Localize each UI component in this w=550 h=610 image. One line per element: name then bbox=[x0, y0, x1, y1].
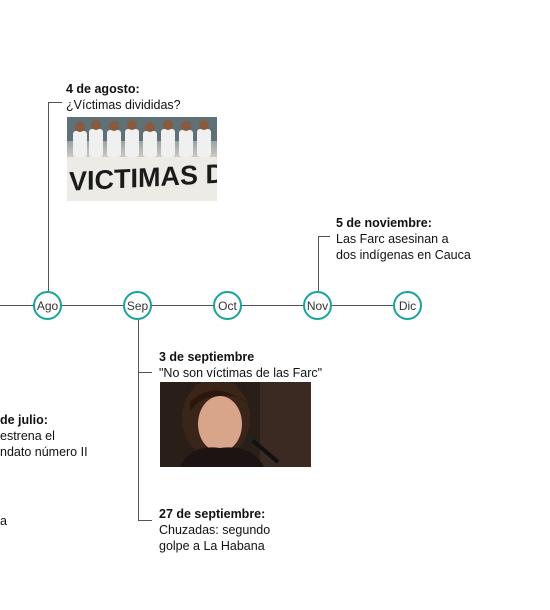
event-text-line2: dos indígenas en Cauca bbox=[336, 248, 471, 262]
connector-nov5-tick bbox=[318, 236, 330, 237]
event-sep3: 3 de septiembre "No son víctimas de las … bbox=[159, 349, 322, 381]
connector-aug4 bbox=[48, 102, 49, 291]
photo-victims-march: VICTIMAS DE LA bbox=[67, 117, 217, 201]
connector-aug4-tick bbox=[48, 102, 62, 103]
event-text-line3: a bbox=[0, 514, 7, 528]
month-label: Sep bbox=[126, 298, 149, 313]
month-node-dic[interactable]: Dic bbox=[393, 291, 422, 320]
march-illustration bbox=[67, 117, 217, 201]
month-label: Oct bbox=[218, 298, 237, 313]
event-date: 27 de septiembre: bbox=[159, 507, 266, 521]
month-node-nov[interactable]: Nov bbox=[303, 291, 332, 320]
event-text-line2: ndato número II bbox=[0, 445, 88, 459]
event-text: "No son víctimas de las Farc" bbox=[159, 366, 323, 380]
event-date: de julio: bbox=[0, 413, 48, 427]
month-node-oct[interactable]: Oct bbox=[213, 291, 242, 320]
portrait-illustration bbox=[180, 382, 311, 467]
event-text-line1: Las Farc asesinan a bbox=[336, 232, 449, 246]
month-label: Dic bbox=[398, 298, 417, 313]
month-node-sep[interactable]: Sep bbox=[123, 291, 152, 320]
month-label: Ago bbox=[36, 298, 59, 313]
event-text-line2: golpe a La Habana bbox=[159, 539, 265, 553]
connector-sep3-tick bbox=[138, 372, 152, 373]
photo-woman-speaking bbox=[160, 382, 311, 467]
event-sep27: 27 de septiembre: Chuzadas: segundo golp… bbox=[159, 506, 270, 554]
event-text-line1: estrena el bbox=[0, 429, 55, 443]
event-aug4: 4 de agosto: ¿Víctimas divididas? bbox=[66, 81, 181, 113]
connector-sep bbox=[138, 320, 139, 520]
month-label: Nov bbox=[306, 298, 329, 313]
event-date: 3 de septiembre bbox=[159, 350, 255, 364]
event-july: de julio: estrena el ndato número II bbox=[0, 412, 88, 460]
month-node-ago[interactable]: Ago bbox=[33, 291, 62, 320]
event-july-tail: a bbox=[0, 513, 7, 529]
timeline-axis bbox=[0, 305, 410, 306]
event-date: 4 de agosto: bbox=[66, 82, 140, 96]
connector-sep27-tick bbox=[138, 520, 152, 521]
event-text: ¿Víctimas divididas? bbox=[66, 98, 181, 112]
event-nov5: 5 de noviembre: Las Farc asesinan a dos … bbox=[336, 215, 471, 263]
connector-nov5 bbox=[318, 236, 319, 291]
event-date: 5 de noviembre: bbox=[336, 216, 432, 230]
event-text-line1: Chuzadas: segundo bbox=[159, 523, 271, 537]
